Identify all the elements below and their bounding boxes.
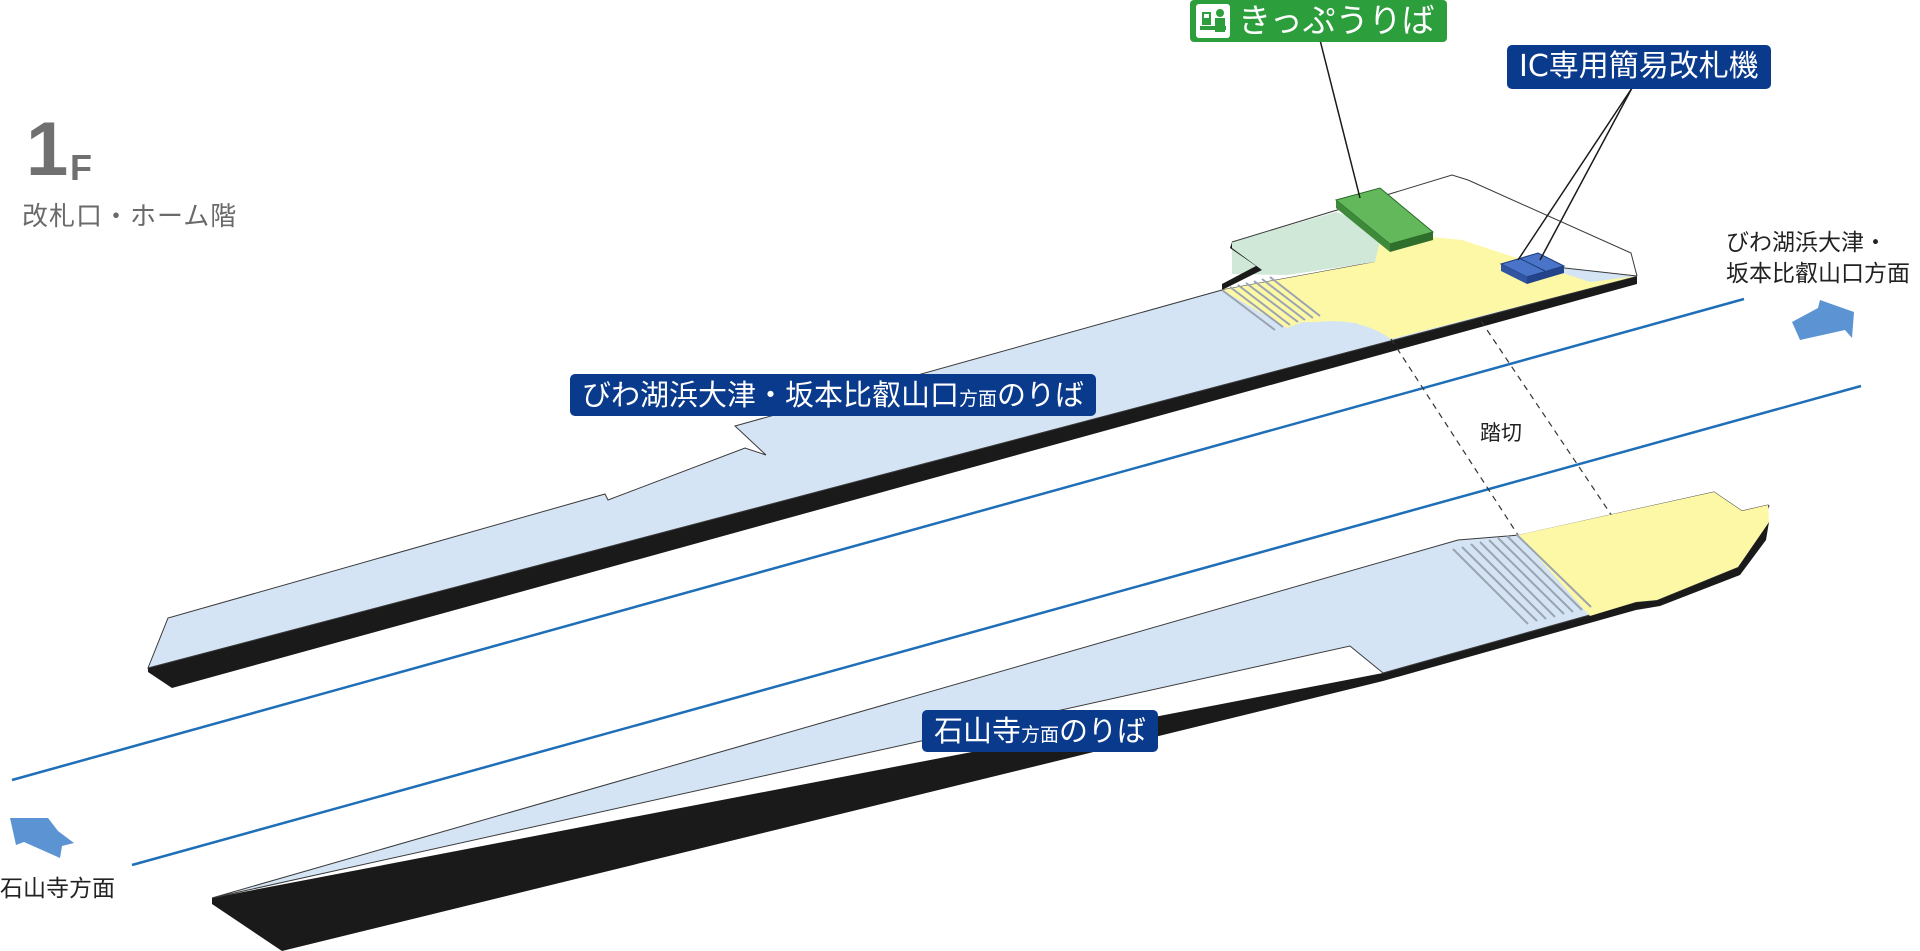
station-building-base <box>1222 242 1262 290</box>
tactile-strip-upper <box>1221 276 1321 331</box>
ic-gate-box <box>1499 252 1566 284</box>
lower-platform-label-small: 方面 <box>1021 724 1060 746</box>
level-crossing <box>1390 320 1613 536</box>
lower-platform-edge <box>212 673 1383 951</box>
ticket-office-box <box>1334 187 1435 252</box>
upper-platform-label-main: びわ湖浜大津・坂本比叡山口 <box>582 378 960 412</box>
upper-platform-label-end: のりば <box>997 378 1085 412</box>
upper-platform-label-small: 方面 <box>959 388 998 410</box>
upper-platform-edge <box>148 276 1637 688</box>
floor-unit: F <box>70 147 92 188</box>
floor-number: 1 <box>26 107 69 192</box>
lower-platform-label: 石山寺方面のりば <box>922 710 1159 752</box>
leader-lines <box>1319 39 1633 261</box>
track-upper <box>11 297 1745 782</box>
concourse-area <box>1222 232 1637 339</box>
arrow-lower-left-icon <box>10 818 74 858</box>
direction-label-upper-right: びわ湖浜大津・ 坂本比叡山口方面 <box>1726 228 1910 290</box>
track-lower <box>131 384 1862 867</box>
ticket-office-label: きっぷうりば <box>1190 0 1447 42</box>
direction-upper-line1: びわ湖浜大津・ <box>1726 230 1887 256</box>
direction-upper-line2: 坂本比叡山口方面 <box>1726 261 1910 287</box>
tactile-strip-lower <box>1452 533 1592 625</box>
lower-platform-label-main: 石山寺 <box>934 714 1022 748</box>
lower-platform-edge-right <box>1383 522 1769 681</box>
ic-gate-label: IC専用簡易改札機 <box>1507 45 1771 89</box>
lower-platform-label-end: のりば <box>1059 714 1147 748</box>
tracks <box>11 297 1862 867</box>
direction-label-lower-left: 石山寺方面 <box>0 876 115 902</box>
ticket-counter-icon <box>1196 4 1230 38</box>
upper-platform-label: びわ湖浜大津・坂本比叡山口方面のりば <box>570 374 1097 416</box>
upper-platform-rounded-end <box>1287 321 1391 339</box>
arrow-upper-right-icon <box>1792 300 1854 340</box>
ticket-office-text: きっぷうりば <box>1238 1 1435 40</box>
lower-concourse-area <box>1518 492 1769 616</box>
floor-description: 改札口・ホーム階 <box>22 202 238 232</box>
crossing-label: 踏切 <box>1480 421 1522 445</box>
upper-platform <box>147 174 1638 688</box>
direction-arrows <box>10 300 1854 858</box>
ticket-area <box>1232 212 1392 275</box>
